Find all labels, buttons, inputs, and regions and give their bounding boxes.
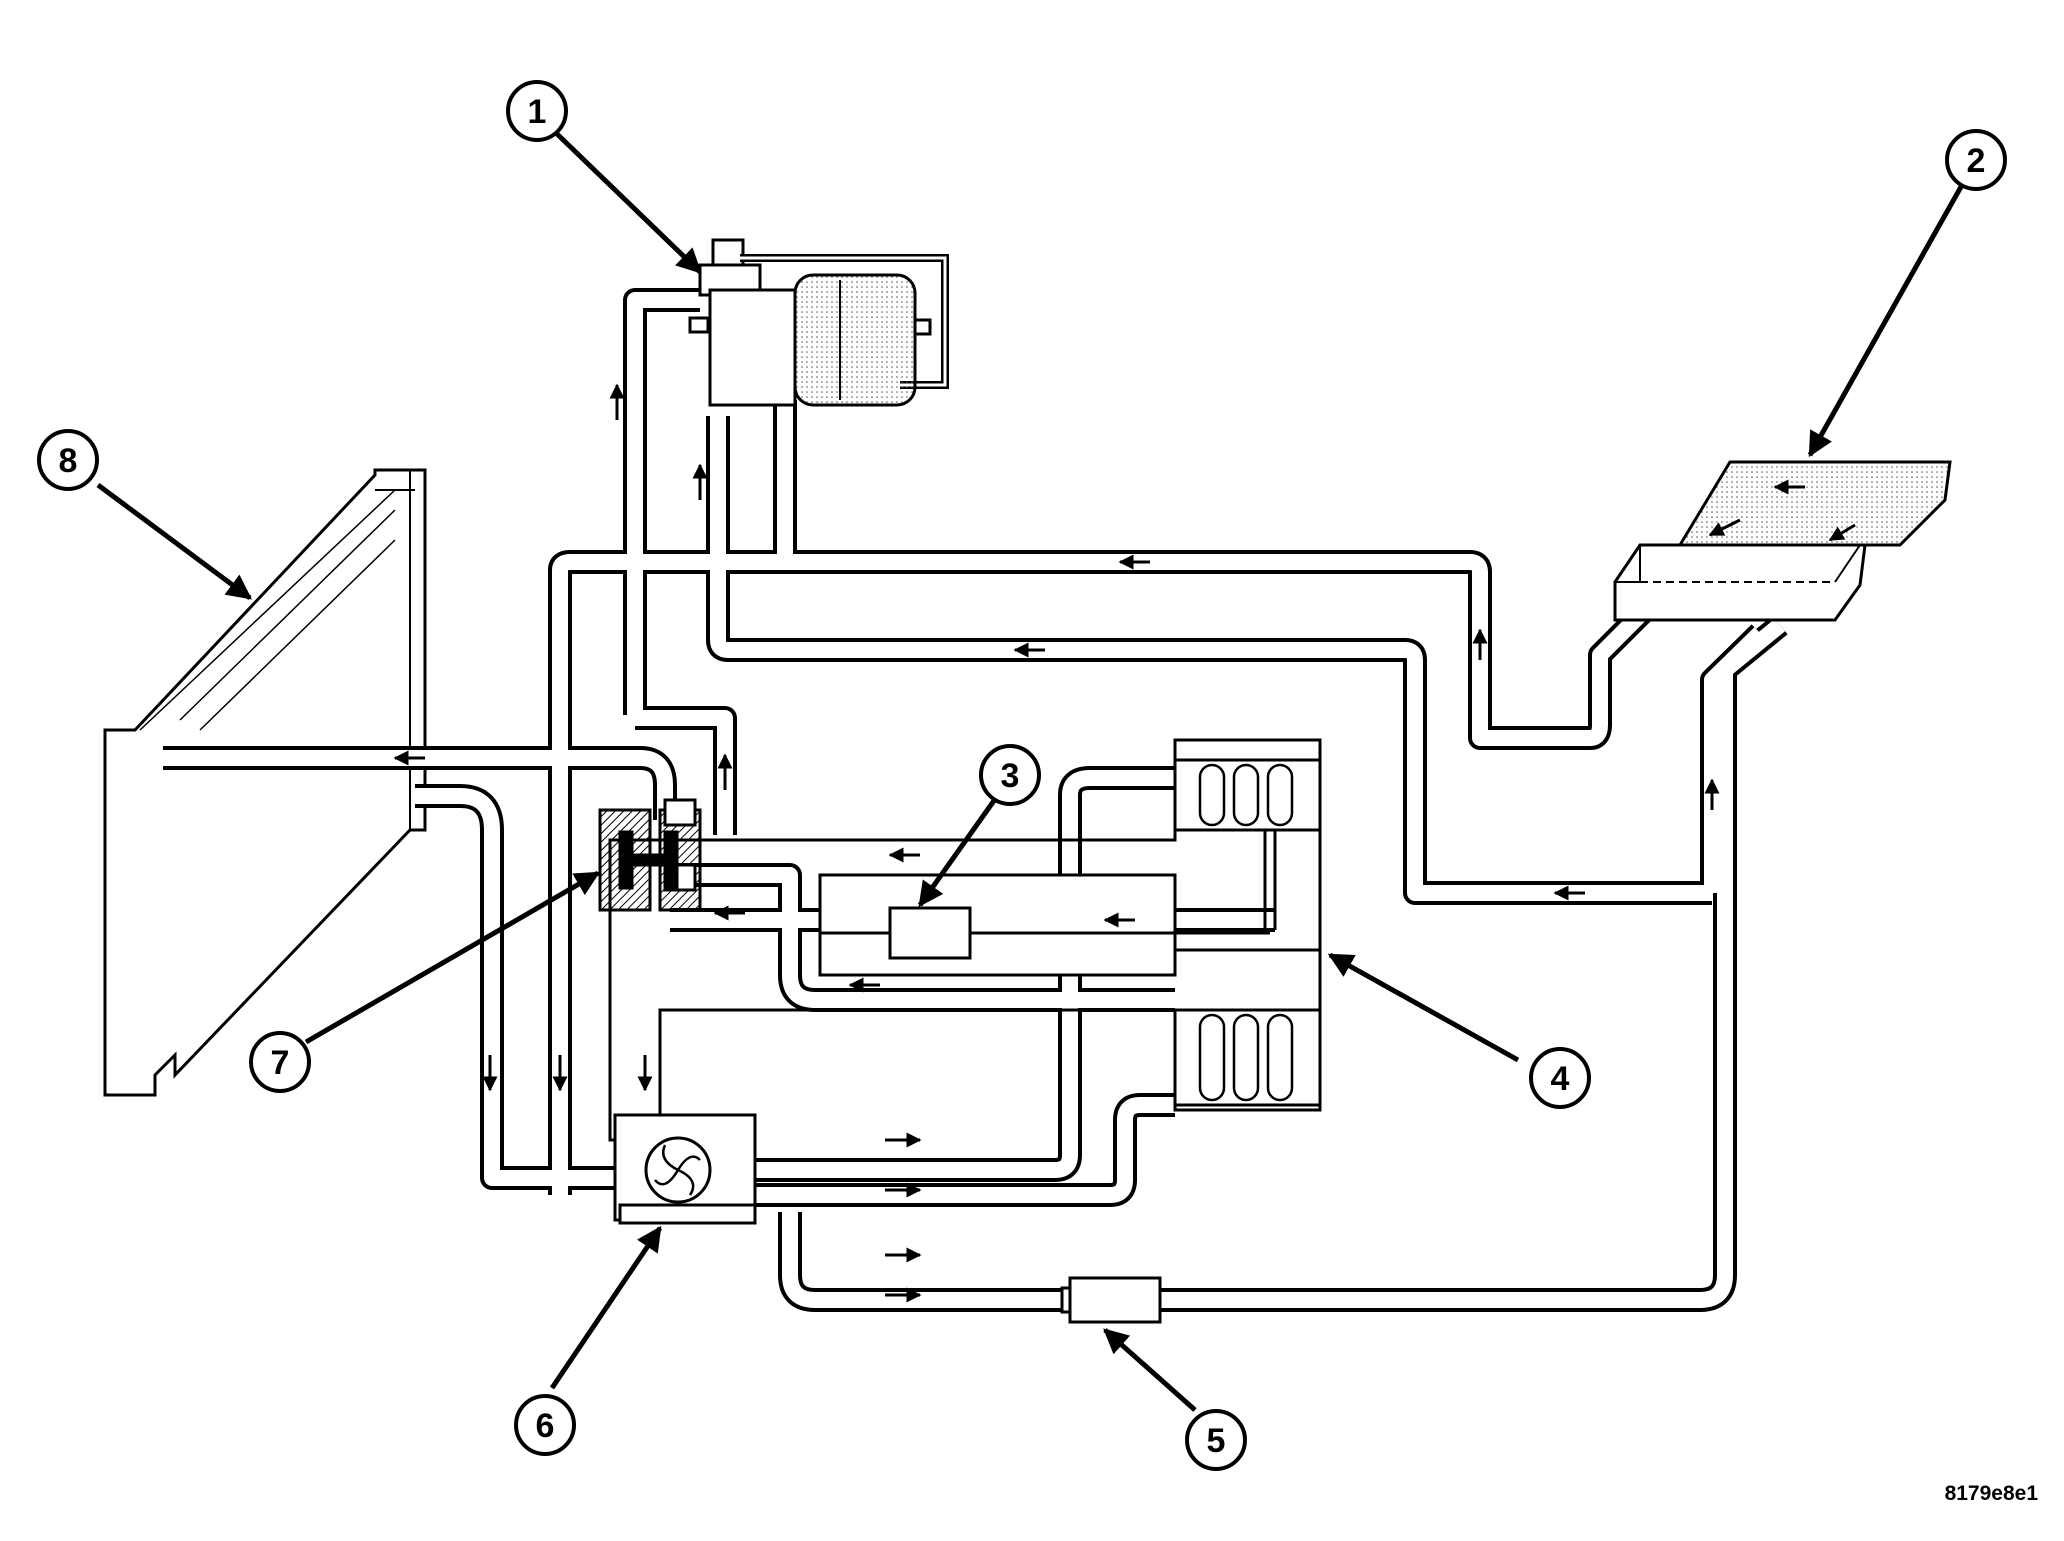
callout-1: 1 [506,80,568,142]
cylinder-water-jackets [1198,763,1294,1102]
thermostat [598,798,702,912]
heater-core [1613,460,1952,622]
callout-leaders [96,130,1965,1412]
callout-3-label: 3 [1001,757,1020,795]
callout-4: 4 [1529,1047,1591,1109]
callout-6-label: 6 [536,1407,555,1445]
coolant-reservoir [688,238,949,407]
callout-4-label: 4 [1551,1060,1570,1098]
callout-3: 3 [979,744,1041,806]
bypass-restrictor [888,906,972,960]
callout-8: 8 [37,429,99,491]
water-pump [613,1113,757,1225]
figure-reference-code: 8179e8e1 [1944,1482,2038,1505]
flow-arrows [393,383,1856,1303]
callout-1-label: 1 [528,93,547,131]
radiator [103,468,427,1097]
coolant-hoses [163,288,1788,1312]
engine-block [608,738,1322,1142]
callout-5: 5 [1185,1409,1247,1471]
callout-7: 7 [249,1031,311,1093]
callout-7-label: 7 [271,1044,290,1082]
callout-5-label: 5 [1207,1422,1226,1460]
callout-6: 6 [514,1394,576,1456]
heater-hose-fitting [1060,1276,1162,1324]
callout-8-label: 8 [59,442,78,480]
callout-2-label: 2 [1967,142,1986,180]
callout-2: 2 [1945,129,2007,191]
